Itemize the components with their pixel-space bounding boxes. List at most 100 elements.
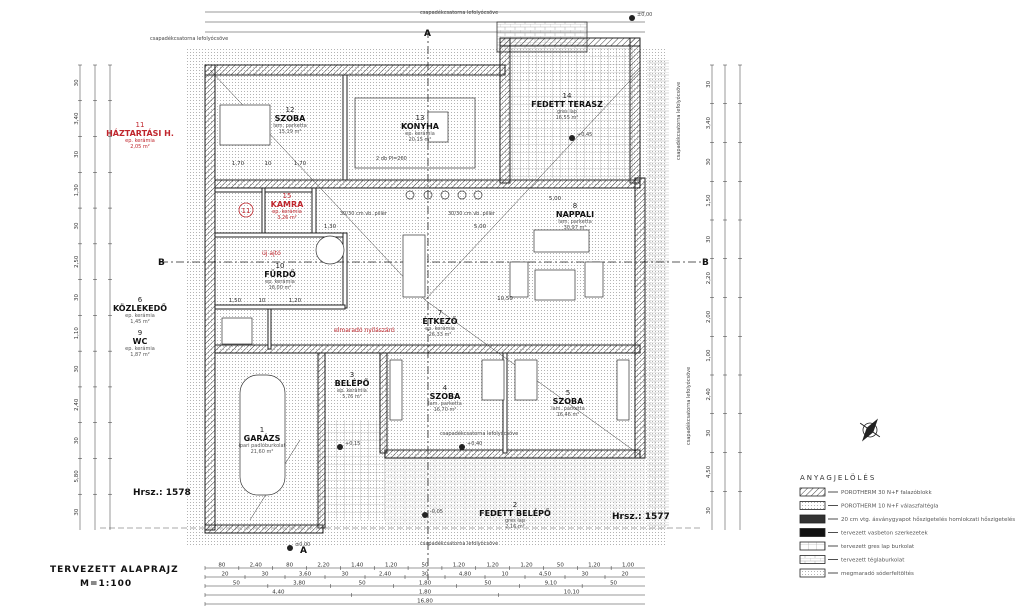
room-floor: ep. kerámia	[265, 278, 295, 285]
note-removed-opening: elmaradó nyílászáró	[334, 327, 395, 334]
dimension-text: 2,40	[706, 388, 712, 401]
legend-label: 20 cm vtg. ásványgyapot hőszigetelés hom…	[841, 516, 1015, 523]
dimension-text: 30	[262, 572, 269, 578]
dimension-text: 1,20	[453, 563, 466, 569]
dimension-text: 30	[74, 508, 80, 515]
dimension-text: 3,40	[74, 112, 80, 125]
columns	[405, 190, 483, 200]
dimension-text: 5,00	[549, 196, 562, 202]
room-floor: ep. kerámia	[125, 137, 155, 144]
room-floor: ep. kerámia	[125, 312, 155, 319]
dimension-text: 5,00	[474, 224, 487, 230]
note-gutter-right: csapadékcsatorna lefolyócsöve	[675, 82, 682, 160]
room-number: 9	[138, 329, 142, 337]
room-floor: ep. kerámia	[405, 130, 435, 137]
dimension-text: 1,10	[74, 327, 80, 340]
room-floor: ep. kerámia	[425, 325, 455, 332]
room-area: 21,60 m²	[251, 449, 274, 455]
dimension-text: 80	[218, 563, 225, 569]
dimension-text: 10	[502, 572, 509, 578]
dimension-text: 1,80	[419, 581, 432, 587]
dimension-text: 1,40	[351, 563, 364, 569]
room-name: SZOBA	[430, 392, 461, 401]
legend-swatch	[799, 487, 826, 497]
partitions	[214, 74, 508, 454]
dimension-text: 1,00	[706, 349, 712, 362]
level-marker-icon	[459, 444, 465, 450]
level-value: ±0,00	[295, 542, 310, 548]
dimension-text: 4,40	[272, 590, 285, 596]
level-value: -0,05	[430, 509, 443, 515]
room-number: 7	[438, 309, 442, 317]
note-gutter-left: csapadékcsatorna lefolyócsöve	[150, 35, 228, 42]
dimension-text: 1,50	[706, 194, 712, 207]
dimension-text: 20	[622, 572, 629, 578]
room-number: 2	[513, 501, 517, 509]
room-name: FÜRDŐ	[264, 269, 296, 279]
room-area: 1,45 m²	[130, 319, 150, 325]
dimension-text: 10	[265, 161, 272, 167]
room-area: 15,19 m²	[279, 129, 302, 135]
room-name: KAMRA	[271, 200, 305, 209]
room-number: 10	[276, 262, 285, 270]
room-number: 8	[573, 202, 577, 210]
legend-label: POROTHERM 10 N+F válaszfaltégla	[841, 503, 939, 510]
dimension-text: 2,50	[74, 255, 80, 268]
room-area: 5,76 m²	[342, 394, 362, 400]
dimension-text: 3,80	[293, 581, 306, 587]
room-name: KONYHA	[401, 122, 440, 131]
car	[239, 374, 286, 496]
dimension-text: 2,20	[706, 272, 712, 285]
room-floor: ep. kerámia	[125, 345, 155, 352]
dimension-text: 1,00	[622, 563, 635, 569]
dimension-text: 20	[222, 572, 229, 578]
note-gutter-bottom: csapadékcsatorna lefolyócsöve	[420, 540, 498, 547]
room-floor: ipari padlóburkolat	[238, 442, 285, 449]
room-number: 5	[566, 389, 570, 397]
legend-swatch	[799, 541, 826, 551]
room-area: 1,87 m²	[130, 352, 150, 358]
dimension-text: 50	[610, 581, 617, 587]
marker-11	[238, 202, 254, 218]
sofa	[533, 229, 590, 253]
legend-item: POROTHERM 30 N+F falazóblokk	[799, 487, 932, 497]
dimension-text: 9,10	[545, 581, 558, 587]
section-b-left: B	[158, 258, 165, 268]
bathtub	[315, 235, 345, 265]
legend-swatch	[799, 568, 826, 578]
shower	[221, 317, 253, 345]
dimension-text: 4,80	[459, 572, 472, 578]
dimension-text: 4,50	[706, 465, 712, 478]
dimension-text: 1,30	[74, 184, 80, 197]
parcel-left: Hrsz.: 1578	[133, 488, 191, 498]
single-bed	[514, 359, 538, 401]
dimension-text: 16,80	[417, 599, 433, 605]
walls	[204, 37, 646, 534]
dimension-text: 30	[706, 507, 712, 514]
kitchen-counter	[354, 97, 476, 169]
dimension-text: 80	[286, 563, 293, 569]
room-name: GARÁZS	[244, 432, 281, 443]
dimension-text: 50	[484, 581, 491, 587]
dimension-text: 30	[342, 572, 349, 578]
room-area: 30,97 m²	[564, 225, 587, 231]
legend-item: tervezett téglaburkolat	[799, 555, 905, 564]
legend-label: megmaradó sóderfeltöltés	[841, 570, 914, 577]
legend-swatch	[799, 501, 826, 510]
dimension-text: 1,20	[520, 563, 533, 569]
dimension-text: 30	[706, 429, 712, 436]
dimension-text: 30	[74, 79, 80, 86]
level-value: +0,45	[577, 132, 592, 138]
room-name: NAPPALI	[556, 210, 594, 219]
room-floor: gres lap	[505, 518, 525, 524]
room-floor: ep. kerámia	[337, 387, 367, 394]
room-number: 6	[138, 296, 143, 304]
room-name: ÉTKEZŐ	[422, 315, 457, 326]
